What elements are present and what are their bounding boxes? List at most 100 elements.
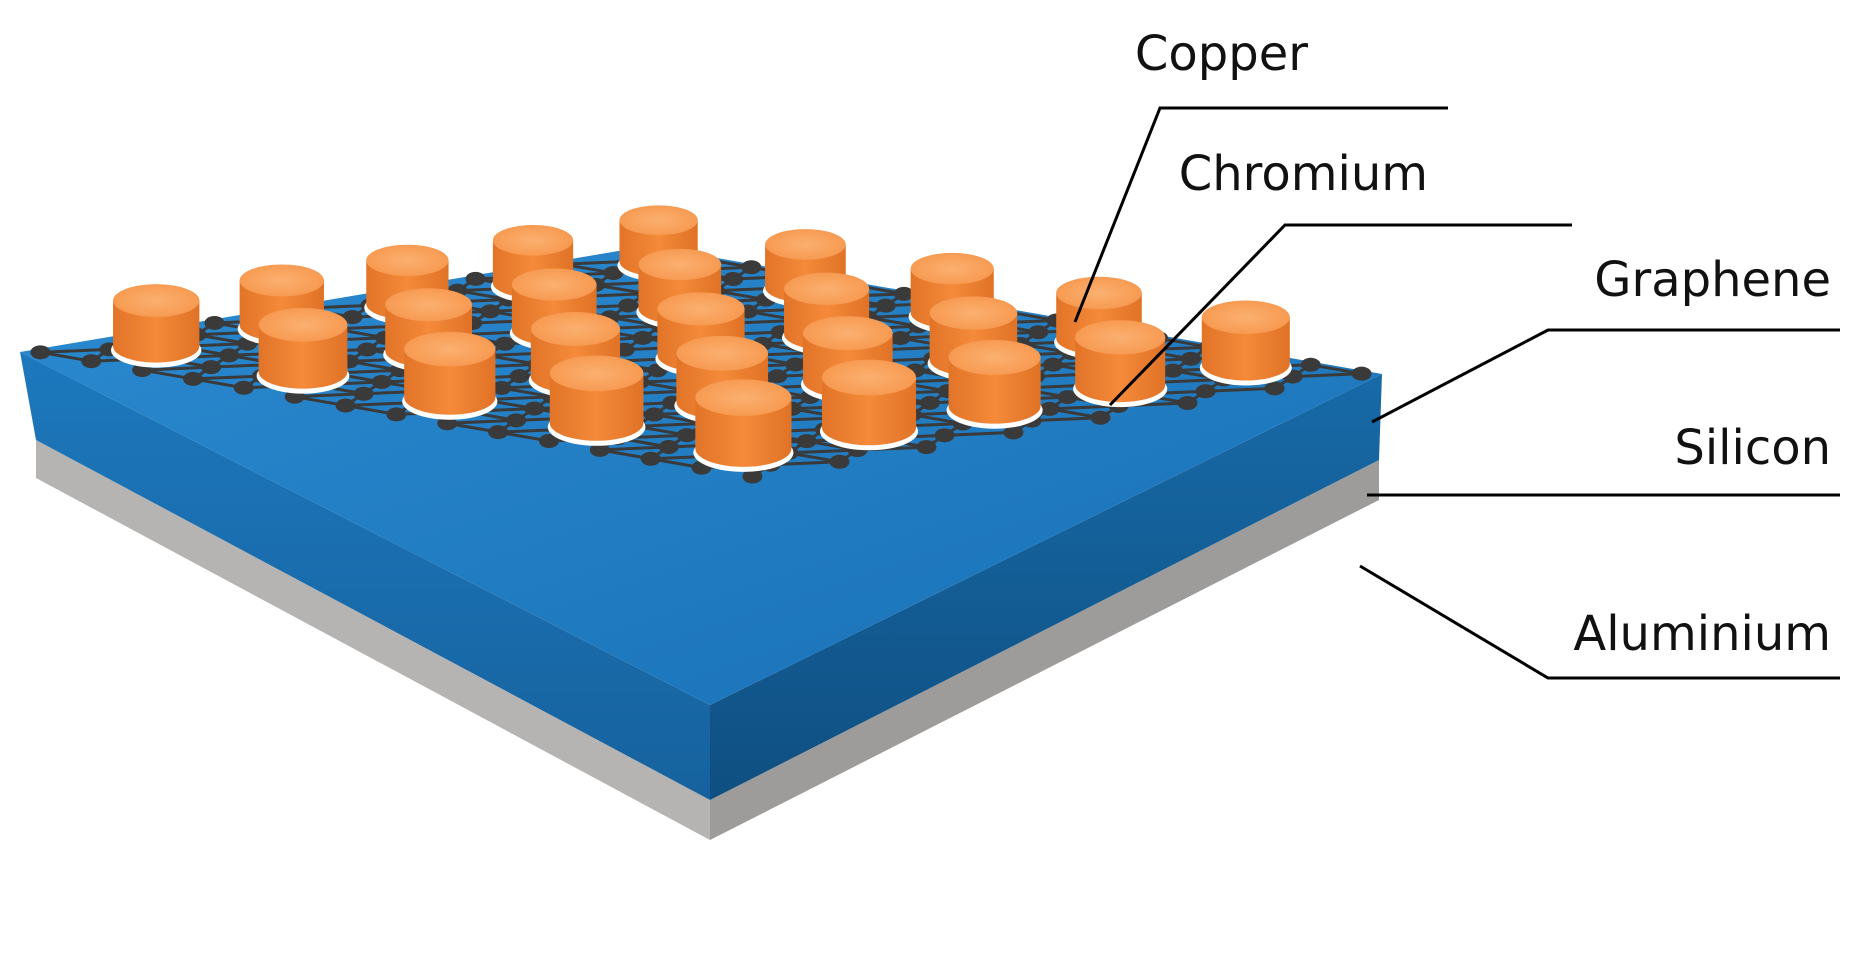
graphene-atom bbox=[640, 451, 661, 466]
copper-top bbox=[657, 292, 745, 326]
copper-top bbox=[695, 379, 792, 416]
graphene-atom bbox=[494, 336, 515, 351]
graphene-bond bbox=[447, 418, 517, 425]
silicon-layer-right bbox=[710, 374, 1382, 800]
graphene-bond bbox=[944, 430, 1014, 437]
graphene-atom bbox=[219, 348, 240, 363]
graphene-atom bbox=[353, 386, 374, 401]
graphene-atom bbox=[644, 407, 665, 422]
graphene-atom bbox=[1162, 363, 1183, 378]
copper-top bbox=[113, 284, 200, 317]
graphene-atom bbox=[480, 304, 501, 319]
copper-pillar bbox=[693, 379, 794, 472]
graphene-atom bbox=[742, 469, 763, 484]
graphene-atom bbox=[658, 439, 679, 454]
copper-top bbox=[821, 359, 917, 396]
graphene-atom bbox=[1195, 384, 1216, 399]
copper-pillar bbox=[946, 339, 1043, 429]
copper-top bbox=[511, 268, 597, 301]
graphene-atom bbox=[1039, 401, 1060, 416]
copper-top bbox=[638, 248, 722, 281]
graphene-atom bbox=[1057, 390, 1078, 405]
copper-top bbox=[929, 296, 1018, 330]
copper-top bbox=[676, 335, 769, 371]
graphene-bond bbox=[40, 347, 110, 354]
graphene-atom bbox=[81, 354, 102, 369]
copper-body bbox=[1075, 337, 1166, 403]
graphene-atom bbox=[1264, 381, 1285, 396]
graphene-bond bbox=[192, 374, 262, 381]
graphene-atom bbox=[767, 369, 788, 384]
graphene-atom bbox=[491, 380, 512, 395]
graphene-atom bbox=[676, 428, 697, 443]
graphene-atom bbox=[1177, 396, 1198, 411]
copper-pillar bbox=[1199, 300, 1292, 386]
copper-top bbox=[802, 316, 893, 351]
graphene-atom bbox=[30, 345, 51, 360]
label-graphene: Graphene bbox=[1594, 252, 1831, 308]
graphene-atom bbox=[890, 331, 911, 346]
copper-pillar bbox=[256, 307, 350, 394]
copper-top bbox=[404, 331, 496, 367]
graphene-bond bbox=[788, 448, 858, 455]
graphene-bond bbox=[142, 365, 212, 372]
graphene-atom bbox=[506, 413, 527, 428]
graphene-bond bbox=[599, 445, 669, 452]
label-aluminium: Aluminium bbox=[1573, 606, 1831, 662]
leader-chromium bbox=[1108, 223, 1572, 407]
graphene-atom bbox=[342, 310, 363, 325]
label-silicon: Silicon bbox=[1674, 420, 1831, 476]
copper-body bbox=[113, 300, 200, 363]
aluminium-layer-left bbox=[36, 440, 710, 840]
leader-copper bbox=[1073, 106, 1448, 323]
copper-top bbox=[765, 229, 846, 260]
graphene-atom bbox=[796, 434, 817, 449]
copper-top bbox=[530, 312, 621, 346]
graphene-atom bbox=[1003, 425, 1024, 440]
graphene-bond bbox=[1292, 372, 1362, 379]
graphene-atom bbox=[201, 360, 222, 375]
copper-body bbox=[695, 397, 792, 467]
copper-body bbox=[821, 377, 917, 446]
graphene-atom bbox=[919, 395, 940, 410]
label-copper: Copper bbox=[1134, 26, 1308, 82]
graphene-bond bbox=[294, 392, 364, 399]
aluminium-layer-right bbox=[710, 460, 1379, 840]
copper-top bbox=[1056, 276, 1142, 310]
copper-top bbox=[910, 252, 994, 285]
copper-pillar bbox=[1073, 320, 1168, 408]
graphene-atom bbox=[1043, 357, 1064, 372]
copper-top bbox=[619, 205, 698, 236]
copper-body bbox=[404, 349, 496, 415]
graphene-atom bbox=[618, 298, 639, 313]
copper-body bbox=[258, 324, 348, 389]
copper-top bbox=[385, 288, 472, 322]
leader-aluminium bbox=[1359, 564, 1840, 680]
copper-top bbox=[1201, 300, 1290, 334]
graphene-atom bbox=[538, 434, 559, 449]
copper-top bbox=[492, 225, 574, 256]
copper-body bbox=[549, 373, 644, 441]
copper-body bbox=[1201, 317, 1290, 381]
graphene-atom bbox=[741, 260, 762, 275]
graphene-bond bbox=[635, 421, 706, 428]
graphene-atom bbox=[916, 440, 937, 455]
copper-top bbox=[948, 339, 1041, 375]
graphene-atom bbox=[182, 371, 203, 386]
graphene-atom bbox=[723, 272, 744, 287]
graphene-atom bbox=[603, 266, 624, 281]
graphene-atom bbox=[875, 298, 896, 313]
graphene-atom bbox=[386, 407, 407, 422]
graphene-bond bbox=[1031, 416, 1101, 423]
copper-top bbox=[366, 244, 449, 277]
copper-top bbox=[1075, 320, 1166, 355]
copper-pillar bbox=[111, 284, 202, 368]
graphene-bond bbox=[1205, 386, 1275, 393]
graphene-atom bbox=[893, 286, 914, 301]
graphene-atom bbox=[1090, 410, 1111, 425]
graphene-atom bbox=[437, 416, 458, 431]
label-chromium: Chromium bbox=[1178, 146, 1428, 202]
leader-graphene bbox=[1371, 328, 1840, 424]
silicon-layer-left bbox=[20, 352, 710, 800]
